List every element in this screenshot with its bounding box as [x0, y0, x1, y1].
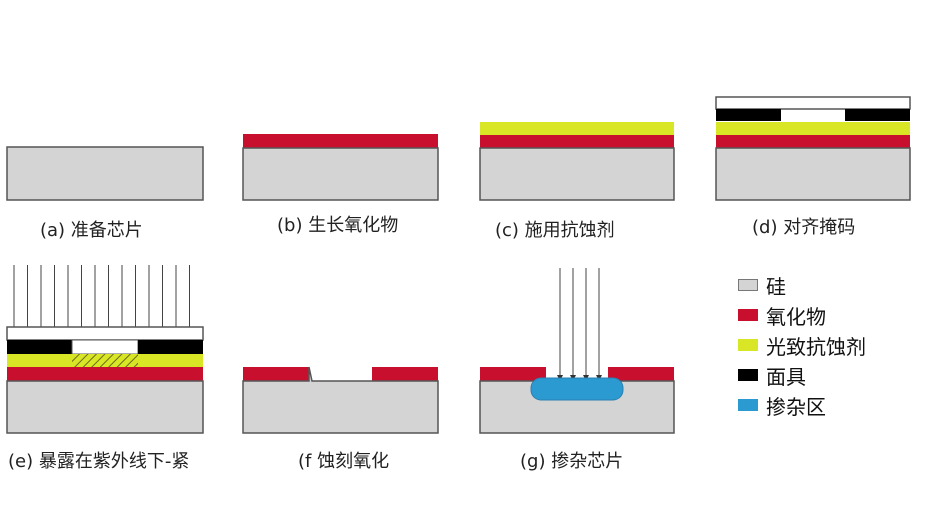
legend-label: 氧化物	[766, 304, 826, 329]
mask-opening	[781, 111, 845, 119]
caption-c: (c) 施用抗蚀剂	[495, 220, 615, 241]
legend-item-mask: 面具	[738, 360, 866, 390]
legend-item-photoresist: 光致抗蚀剂	[738, 330, 866, 360]
silicon-substrate	[242, 147, 439, 201]
caption-e: (e) 暴露在紫外线下-紧	[8, 451, 190, 472]
oxide-layer-right	[608, 367, 674, 381]
caption-a: (a) 准备芯片	[40, 220, 143, 241]
legend-label: 光致抗蚀剂	[766, 334, 866, 359]
exposed-photoresist	[72, 354, 138, 367]
oxide-layer	[716, 135, 910, 148]
silicon-substrate	[6, 380, 204, 434]
dopant-arrows	[557, 268, 602, 381]
doped-region	[530, 377, 624, 401]
step-g-wafer	[479, 268, 675, 434]
oxide-layer	[7, 367, 203, 381]
doped-region-swatch-icon	[738, 399, 758, 411]
oxide-swatch-icon	[738, 309, 758, 321]
step-b-wafer	[242, 134, 439, 201]
photoresist-layer-right	[138, 354, 203, 367]
photoresist-layer-left	[7, 354, 72, 367]
legend-label: 硅	[766, 274, 786, 299]
mask-top-glass	[6, 326, 204, 341]
silicon-substrate	[6, 146, 204, 201]
step-f-wafer	[242, 366, 439, 434]
silicon-swatch-icon	[738, 279, 758, 291]
mask-layer-right	[845, 109, 910, 121]
caption-b: (b) 生长氧化物	[277, 215, 399, 236]
legend: 硅 氧化物 光致抗蚀剂 面具 掺杂区	[738, 270, 866, 420]
oxide-layer-left	[243, 367, 309, 381]
mask-layer-right	[138, 340, 203, 354]
oxide-layer	[243, 134, 438, 148]
silicon-substrate	[242, 366, 439, 434]
caption-d: (d) 对齐掩码	[752, 217, 856, 238]
caption-f: (f 蚀刻氧化	[298, 451, 390, 472]
oxide-layer-right	[372, 367, 438, 381]
caption-g: (g) 掺杂芯片	[520, 451, 624, 472]
step-c-wafer	[479, 122, 675, 201]
silicon-substrate	[715, 147, 911, 201]
silicon-substrate	[479, 147, 675, 201]
mask-opening	[71, 339, 139, 355]
uv-light-arrows	[11, 265, 193, 334]
legend-item-silicon: 硅	[738, 270, 866, 300]
legend-item-doped-region: 掺杂区	[738, 390, 866, 420]
step-a-wafer	[6, 146, 204, 201]
legend-label: 掺杂区	[766, 394, 826, 419]
step-d-wafer	[715, 96, 911, 201]
photoresist-layer	[716, 122, 910, 135]
mask-layer-left	[7, 340, 72, 354]
photoresist-swatch-icon	[738, 339, 758, 351]
mask-top-glass	[715, 96, 911, 110]
mask-layer-left	[716, 109, 781, 121]
oxide-layer	[480, 135, 674, 148]
photoresist-layer	[480, 122, 674, 135]
legend-label: 面具	[766, 364, 806, 389]
oxide-layer-left	[480, 367, 546, 381]
mask-swatch-icon	[738, 369, 758, 381]
step-e-wafer	[6, 265, 204, 434]
legend-item-oxide: 氧化物	[738, 300, 866, 330]
